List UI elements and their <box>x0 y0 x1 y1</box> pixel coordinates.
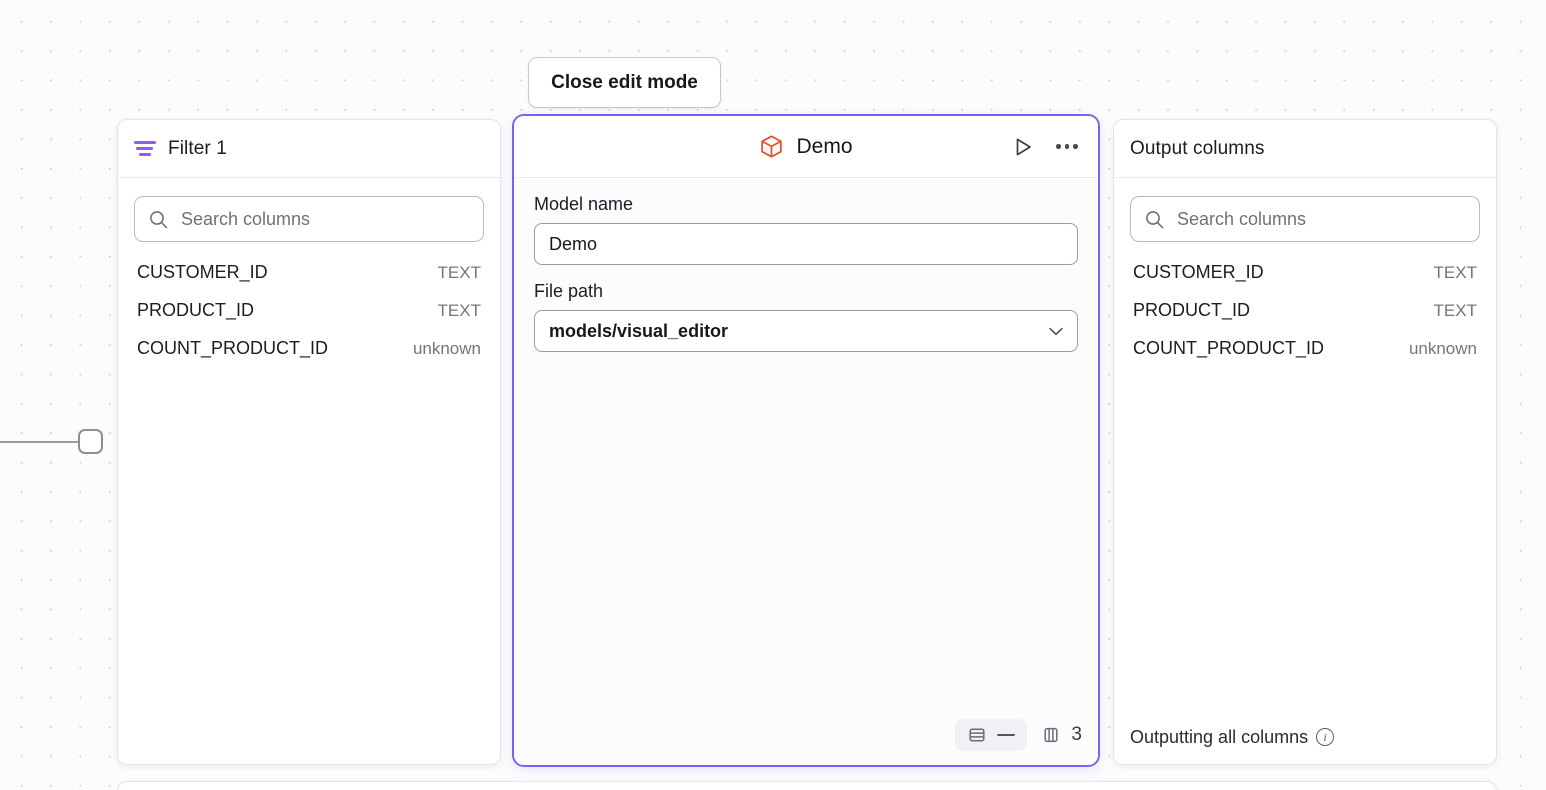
column-type: TEXT <box>1433 263 1477 282</box>
filter-panel-body: CUSTOMER_ID TEXT PRODUCT_ID TEXT COUNT_P… <box>118 178 500 764</box>
column-type: unknown <box>412 339 481 358</box>
output-panel-title: Output columns <box>1130 137 1265 159</box>
column-type: TEXT <box>1433 301 1477 320</box>
table-row[interactable]: CUSTOMER_ID TEXT <box>134 262 484 300</box>
model-stats-footer: 3 <box>955 719 1082 751</box>
filter-search-box[interactable] <box>134 196 484 242</box>
model-panel-header: Demo <box>514 116 1098 178</box>
row-count-value <box>997 733 1016 737</box>
output-column-list: CUSTOMER_ID TEXT PRODUCT_ID TEXT COUNT_P… <box>1130 262 1480 376</box>
search-icon <box>1146 210 1164 228</box>
column-name: PRODUCT_ID <box>137 300 255 320</box>
model-name-input[interactable] <box>534 223 1078 265</box>
column-name: CUSTOMER_ID <box>137 262 268 282</box>
filter-search-input[interactable] <box>181 208 469 230</box>
table-row[interactable]: CUSTOMER_ID TEXT <box>1130 262 1480 300</box>
close-edit-mode-button[interactable]: Close edit mode <box>528 57 721 108</box>
column-name: PRODUCT_ID <box>1133 300 1251 320</box>
info-icon[interactable]: i <box>1316 728 1335 746</box>
column-type: unknown <box>1408 339 1477 358</box>
output-search-box[interactable] <box>1130 196 1480 242</box>
cube-icon <box>761 135 783 158</box>
search-icon <box>150 210 168 228</box>
table-row[interactable]: COUNT_PRODUCT_ID unknown <box>134 338 484 376</box>
row-count-pill[interactable] <box>955 719 1028 751</box>
filter-panel-title: Filter 1 <box>168 137 227 159</box>
bottom-partial-panel[interactable] <box>117 781 1497 790</box>
output-search-input[interactable] <box>1177 208 1465 230</box>
more-options-icon[interactable] <box>1052 136 1082 157</box>
output-panel-body: CUSTOMER_ID TEXT PRODUCT_ID TEXT COUNT_P… <box>1114 178 1496 710</box>
file-path-select[interactable]: models/visual_editor <box>534 310 1078 352</box>
column-count-group[interactable]: 3 <box>1041 724 1082 746</box>
edge-connector-line <box>0 441 82 443</box>
model-panel-title: Demo <box>796 134 853 158</box>
model-panel[interactable]: Demo Model name File path models/visual_… <box>512 114 1100 767</box>
rows-icon <box>969 728 985 742</box>
table-row[interactable]: PRODUCT_ID TEXT <box>1130 300 1480 338</box>
filter-column-list: CUSTOMER_ID TEXT PRODUCT_ID TEXT COUNT_P… <box>134 262 484 376</box>
column-name: COUNT_PRODUCT_ID <box>137 338 329 358</box>
model-title-group: Demo <box>759 134 853 159</box>
filter-panel[interactable]: Filter 1 CUSTOMER_ID TEXT PRODUCT_ID TEX… <box>117 119 501 765</box>
output-panel-footer: Outputting all columns i <box>1114 710 1496 764</box>
run-icon[interactable] <box>1010 134 1036 160</box>
column-name: COUNT_PRODUCT_ID <box>1133 338 1325 358</box>
chevron-down-icon <box>1049 327 1063 335</box>
model-name-label: Model name <box>534 194 634 214</box>
filter-icon <box>134 140 156 157</box>
column-count-value: 3 <box>1071 724 1082 745</box>
table-row[interactable]: PRODUCT_ID TEXT <box>134 300 484 338</box>
filter-panel-header: Filter 1 <box>118 120 500 178</box>
file-path-label: File path <box>534 281 604 301</box>
column-type: TEXT <box>437 301 481 320</box>
columns-icon <box>1044 727 1058 743</box>
model-panel-body: Model name File path models/visual_edito… <box>514 178 1098 765</box>
table-row[interactable]: COUNT_PRODUCT_ID unknown <box>1130 338 1480 376</box>
model-header-actions <box>1010 134 1082 160</box>
file-path-value: models/visual_editor <box>549 320 729 341</box>
output-columns-panel[interactable]: Output columns CUSTOMER_ID TEXT PRODUCT_… <box>1113 119 1497 765</box>
edge-connector-handle[interactable] <box>78 429 103 454</box>
output-panel-header: Output columns <box>1114 120 1496 178</box>
output-footer-text: Outputting all columns <box>1130 726 1309 747</box>
column-name: CUSTOMER_ID <box>1133 262 1264 282</box>
column-type: TEXT <box>437 263 481 282</box>
